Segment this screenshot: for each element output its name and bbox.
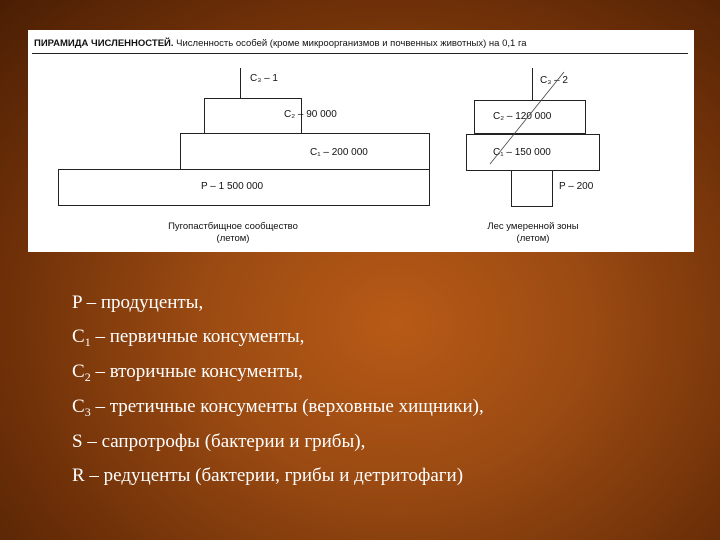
left-c1-box: [180, 133, 302, 170]
legend-row-c1-pre: C: [72, 326, 85, 347]
figure-title: ПИРАМИДА ЧИСЛЕННОСТЕЙ. Численность особе…: [34, 38, 694, 49]
legend-row-c2-sub: 2: [84, 370, 91, 384]
right-caption-line2: (летом): [516, 233, 550, 244]
legend-row-c3: C3 – третичные консументы (верховные хищ…: [72, 390, 692, 425]
legend-row-p-text: P – продуценты,: [72, 292, 204, 313]
left-c2-box: C₂ – 90 000: [204, 98, 337, 134]
legend-row-r-text: R – редуценты (бактерии, грибы и детрито…: [72, 465, 464, 486]
legend-row-s-text: S – сапротрофы (бактерии и грибы),: [72, 431, 366, 452]
right-p-label: P – 200: [559, 181, 594, 192]
left-caption: Пугопастбищное сообщество (летом): [133, 221, 333, 245]
legend-row-r: R – редуценты (бактерии, грибы и детрито…: [72, 459, 692, 493]
left-c3-stem: [240, 68, 241, 98]
right-caption-line1: Лес умеренной зоны: [487, 221, 579, 232]
left-c1-label: C₁ – 200 000: [310, 147, 368, 158]
legend-row-c3-sub: 3: [84, 405, 91, 419]
right-c3-label: C₃ – 2: [540, 75, 568, 86]
left-c3-label: C₃ – 1: [250, 73, 278, 84]
left-caption-line2: (летом): [216, 233, 250, 244]
legend: P – продуценты, C1 – первичные консумент…: [72, 286, 692, 493]
right-caption: Лес умеренной зоны (летом): [458, 221, 608, 245]
title-underline: [32, 53, 688, 54]
right-c3-stem: [532, 68, 533, 100]
right-p-box: [511, 170, 553, 207]
legend-row-c3-post: – третичные консументы (верховные хищник…: [90, 396, 484, 417]
left-p-box: P – 1 500 000: [58, 169, 430, 206]
legend-row-c1-sub: 1: [84, 335, 91, 349]
left-caption-line1: Пугопастбищное сообщество: [168, 221, 298, 232]
legend-row-s: S – сапротрофы (бактерии и грибы),: [72, 425, 692, 459]
legend-row-c1: C1 – первичные консументы,: [72, 320, 692, 355]
right-c1-label: C₁ – 150 000: [493, 147, 551, 158]
right-c2-box: C₂ – 120 000: [474, 100, 586, 134]
pyramid-of-numbers-figure: ПИРАМИДА ЧИСЛЕННОСТЕЙ. Численность особе…: [28, 30, 694, 252]
legend-row-c3-pre: C: [72, 396, 85, 417]
legend-row-p: P – продуценты,: [72, 286, 692, 320]
left-c2-label: C₂ – 90 000: [284, 109, 337, 120]
legend-row-c1-post: – первичные консументы,: [90, 326, 305, 347]
figure-title-rest: Численность особей (кроме микроорганизмо…: [173, 38, 527, 49]
right-c2-label: C₂ – 120 000: [493, 111, 552, 122]
legend-row-c2: C2 – вторичные консументы,: [72, 355, 692, 390]
legend-row-c2-pre: C: [72, 361, 85, 382]
legend-row-c2-post: – вторичные консументы,: [90, 361, 303, 382]
figure-title-bold: ПИРАМИДА ЧИСЛЕННОСТЕЙ.: [34, 38, 174, 49]
left-c1-box-right: C₁ – 200 000: [300, 133, 430, 170]
right-c1-box: C₁ – 150 000: [466, 134, 600, 171]
left-p-label: P – 1 500 000: [201, 181, 264, 192]
